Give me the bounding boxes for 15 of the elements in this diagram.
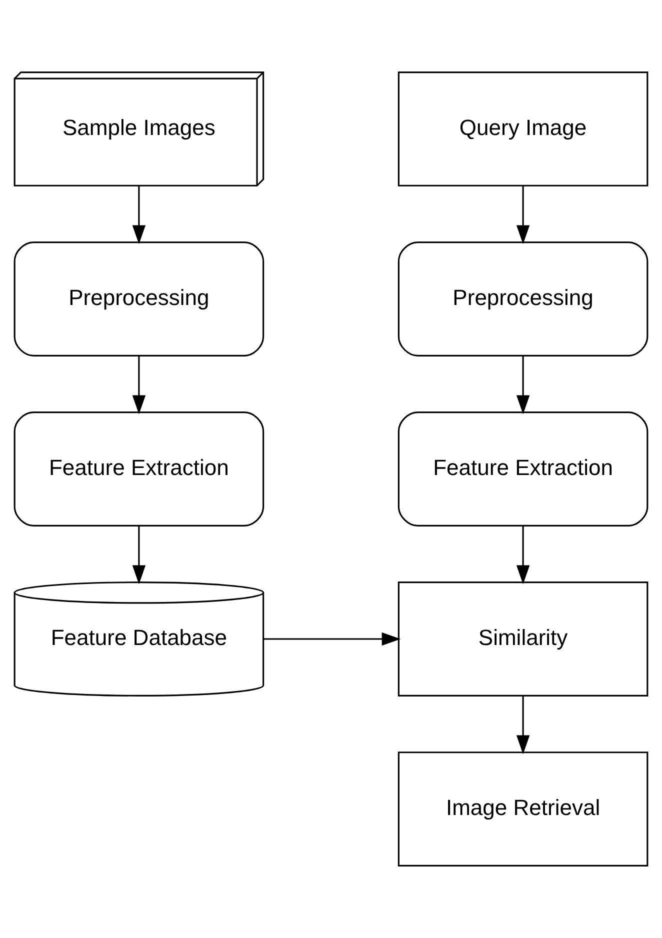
node-box: Feature Extraction	[398, 412, 648, 526]
node-box: Feature Extraction	[14, 412, 264, 526]
arrow	[132, 356, 146, 414]
arrow	[132, 526, 146, 584]
node-box: Similarity	[398, 582, 648, 696]
arrow	[516, 526, 530, 584]
arrow	[516, 696, 530, 754]
node-box: Image Retrieval	[398, 752, 648, 866]
node-box: Query Image	[398, 72, 648, 186]
arrow	[263, 632, 401, 646]
arrow	[132, 186, 146, 244]
node-box: Preprocessing	[398, 242, 648, 356]
node-box: Preprocessing	[14, 242, 264, 356]
arrow	[516, 356, 530, 414]
arrow	[516, 186, 530, 244]
